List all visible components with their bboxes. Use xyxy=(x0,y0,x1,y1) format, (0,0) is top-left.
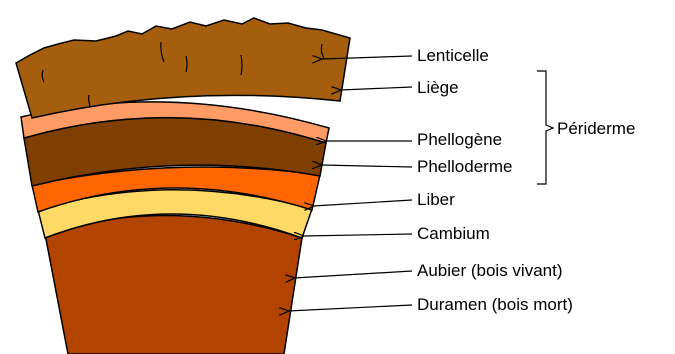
label-phelloderme: Phelloderme xyxy=(417,157,512,176)
arrow-liege xyxy=(340,87,412,90)
arrow-phelloderme xyxy=(321,165,412,167)
arrow-duramen xyxy=(288,305,412,311)
duramen-layer xyxy=(45,215,302,354)
arrow-liber xyxy=(313,200,412,206)
label-liege: Liège xyxy=(417,78,459,97)
label-periderme: Périderme xyxy=(557,119,635,138)
arrow-aubier xyxy=(294,271,412,278)
label-lenticelle: Lenticelle xyxy=(417,46,489,65)
label-liber: Liber xyxy=(417,190,455,209)
arrow-cambium xyxy=(303,234,412,236)
label-duramen: Duramen (bois mort) xyxy=(417,295,573,314)
label-aubier: Aubier (bois vivant) xyxy=(417,261,563,280)
periderme-bracket xyxy=(537,71,553,184)
label-cambium: Cambium xyxy=(417,224,490,243)
label-phellogene: Phellogène xyxy=(417,130,502,149)
